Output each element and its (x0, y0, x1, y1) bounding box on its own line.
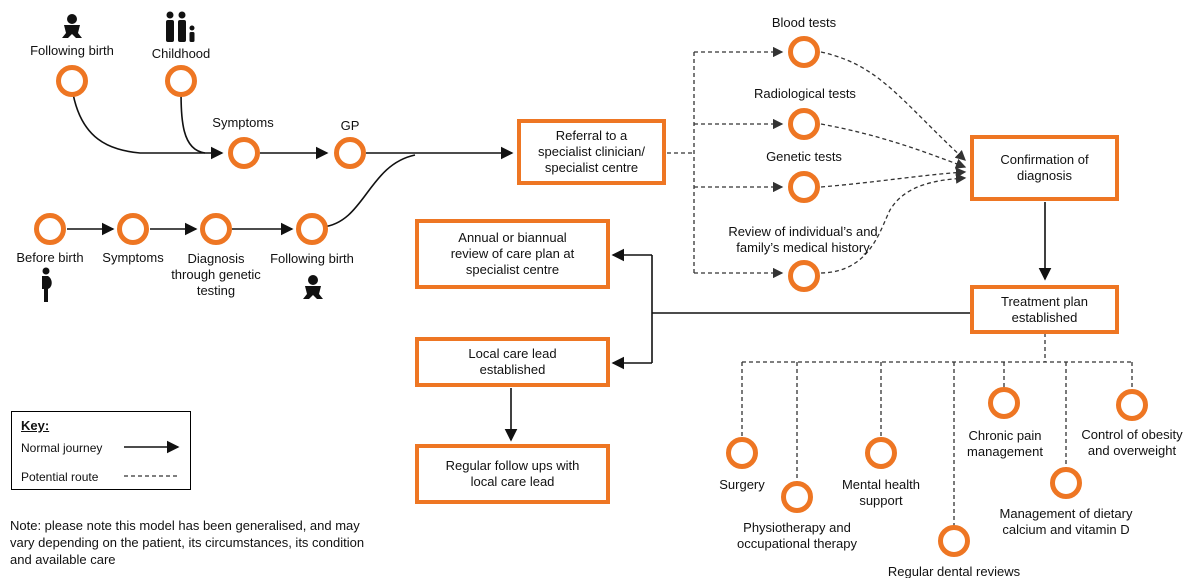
label-before-birth: Before birth (16, 250, 84, 265)
node-physiotherapy (781, 481, 813, 513)
node-gp (334, 137, 366, 169)
family-icon (166, 11, 195, 42)
label-radiological-tests: Radiological tests (754, 86, 856, 101)
node-before-birth (34, 213, 66, 245)
box-referral-text: Referral to a specialist clinician/ spec… (538, 128, 645, 175)
generalisation-note: Note: please note this model has been ge… (10, 518, 365, 567)
box-follow-ups: Regular follow ups with local care lead (415, 444, 610, 504)
label-medical-history: Review of individual’s and family’s medi… (728, 224, 878, 255)
label-physiotherapy: Physiotherapy and occupational therapy (737, 520, 857, 551)
label-following-birth-bottom: Following birth (270, 251, 354, 266)
baby-icon (303, 275, 323, 299)
legend-normal-journey: Normal journey (21, 441, 103, 455)
node-dental-reviews (938, 525, 970, 557)
node-surgery (726, 437, 758, 469)
label-surgery: Surgery (719, 477, 765, 492)
label-symptoms-bottom: Symptoms (102, 250, 164, 265)
node-medical-history (788, 260, 820, 292)
label-childhood: Childhood (151, 46, 211, 61)
node-following-birth-top (56, 65, 88, 97)
label-dental-reviews: Regular dental reviews (887, 564, 1021, 578)
legend-key: Key: Normal journey Potential route (11, 411, 191, 490)
box-referral: Referral to a specialist clinician/ spec… (517, 119, 666, 185)
box-treatment-plan: Treatment plan established (970, 285, 1119, 334)
node-symptoms-bottom (117, 213, 149, 245)
legend-title: Key: (21, 418, 50, 433)
legend-potential-route: Potential route (21, 470, 99, 484)
label-following-birth-top: Following birth (30, 43, 114, 58)
node-symptoms-top (228, 137, 260, 169)
node-following-birth-bottom (296, 213, 328, 245)
node-childhood (165, 65, 197, 97)
label-genetic-tests: Genetic tests (766, 149, 842, 164)
baby-icon (62, 14, 82, 38)
node-blood-tests (788, 36, 820, 68)
node-obesity-control (1116, 389, 1148, 421)
label-blood-tests: Blood tests (771, 15, 837, 30)
box-confirmation-text: Confirmation of diagnosis (1000, 152, 1089, 183)
node-genetic-tests (788, 171, 820, 203)
label-symptoms-top: Symptoms (212, 115, 274, 130)
box-annual-review: Annual or biannual review of care plan a… (415, 219, 610, 289)
label-obesity-control: Control of obesity and overweight (1081, 427, 1183, 458)
node-dietary-management (1050, 467, 1082, 499)
node-chronic-pain (988, 387, 1020, 419)
box-follow-ups-text: Regular follow ups with local care lead (445, 458, 580, 489)
box-treatment-text: Treatment plan established (1001, 293, 1088, 325)
node-mental-health (865, 437, 897, 469)
node-radiological-tests (788, 108, 820, 140)
box-local-lead-text: Local care lead established (468, 346, 557, 377)
label-gp: GP (340, 118, 360, 133)
box-confirmation: Confirmation of diagnosis (970, 135, 1119, 201)
box-annual-review-text: Annual or biannual review of care plan a… (450, 230, 575, 277)
node-diagnosis-genetic (200, 213, 232, 245)
label-dietary-management: Management of dietary calcium and vitami… (999, 506, 1133, 537)
pregnant-person-icon (42, 267, 52, 302)
label-chronic-pain: Chronic pain management (967, 428, 1043, 459)
box-local-care-lead: Local care lead established (415, 337, 610, 387)
label-diagnosis-genetic: Diagnosis through genetic testing (171, 251, 261, 298)
label-mental-health: Mental health support (841, 477, 921, 508)
